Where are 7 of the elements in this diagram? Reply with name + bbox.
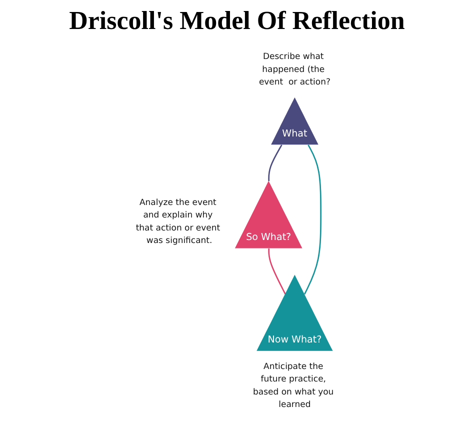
connector (304, 144, 322, 294)
connector (268, 248, 286, 294)
node-label: Analyze the event and explain why that action or event was significant. (136, 196, 220, 246)
node-label: Anticipate the future practice, based on what you learned (253, 360, 334, 410)
node-label: Describe what happened (the event or action? (258, 51, 330, 87)
title: Driscoll's Model Of Reflection (68, 6, 406, 36)
connector (268, 144, 282, 182)
